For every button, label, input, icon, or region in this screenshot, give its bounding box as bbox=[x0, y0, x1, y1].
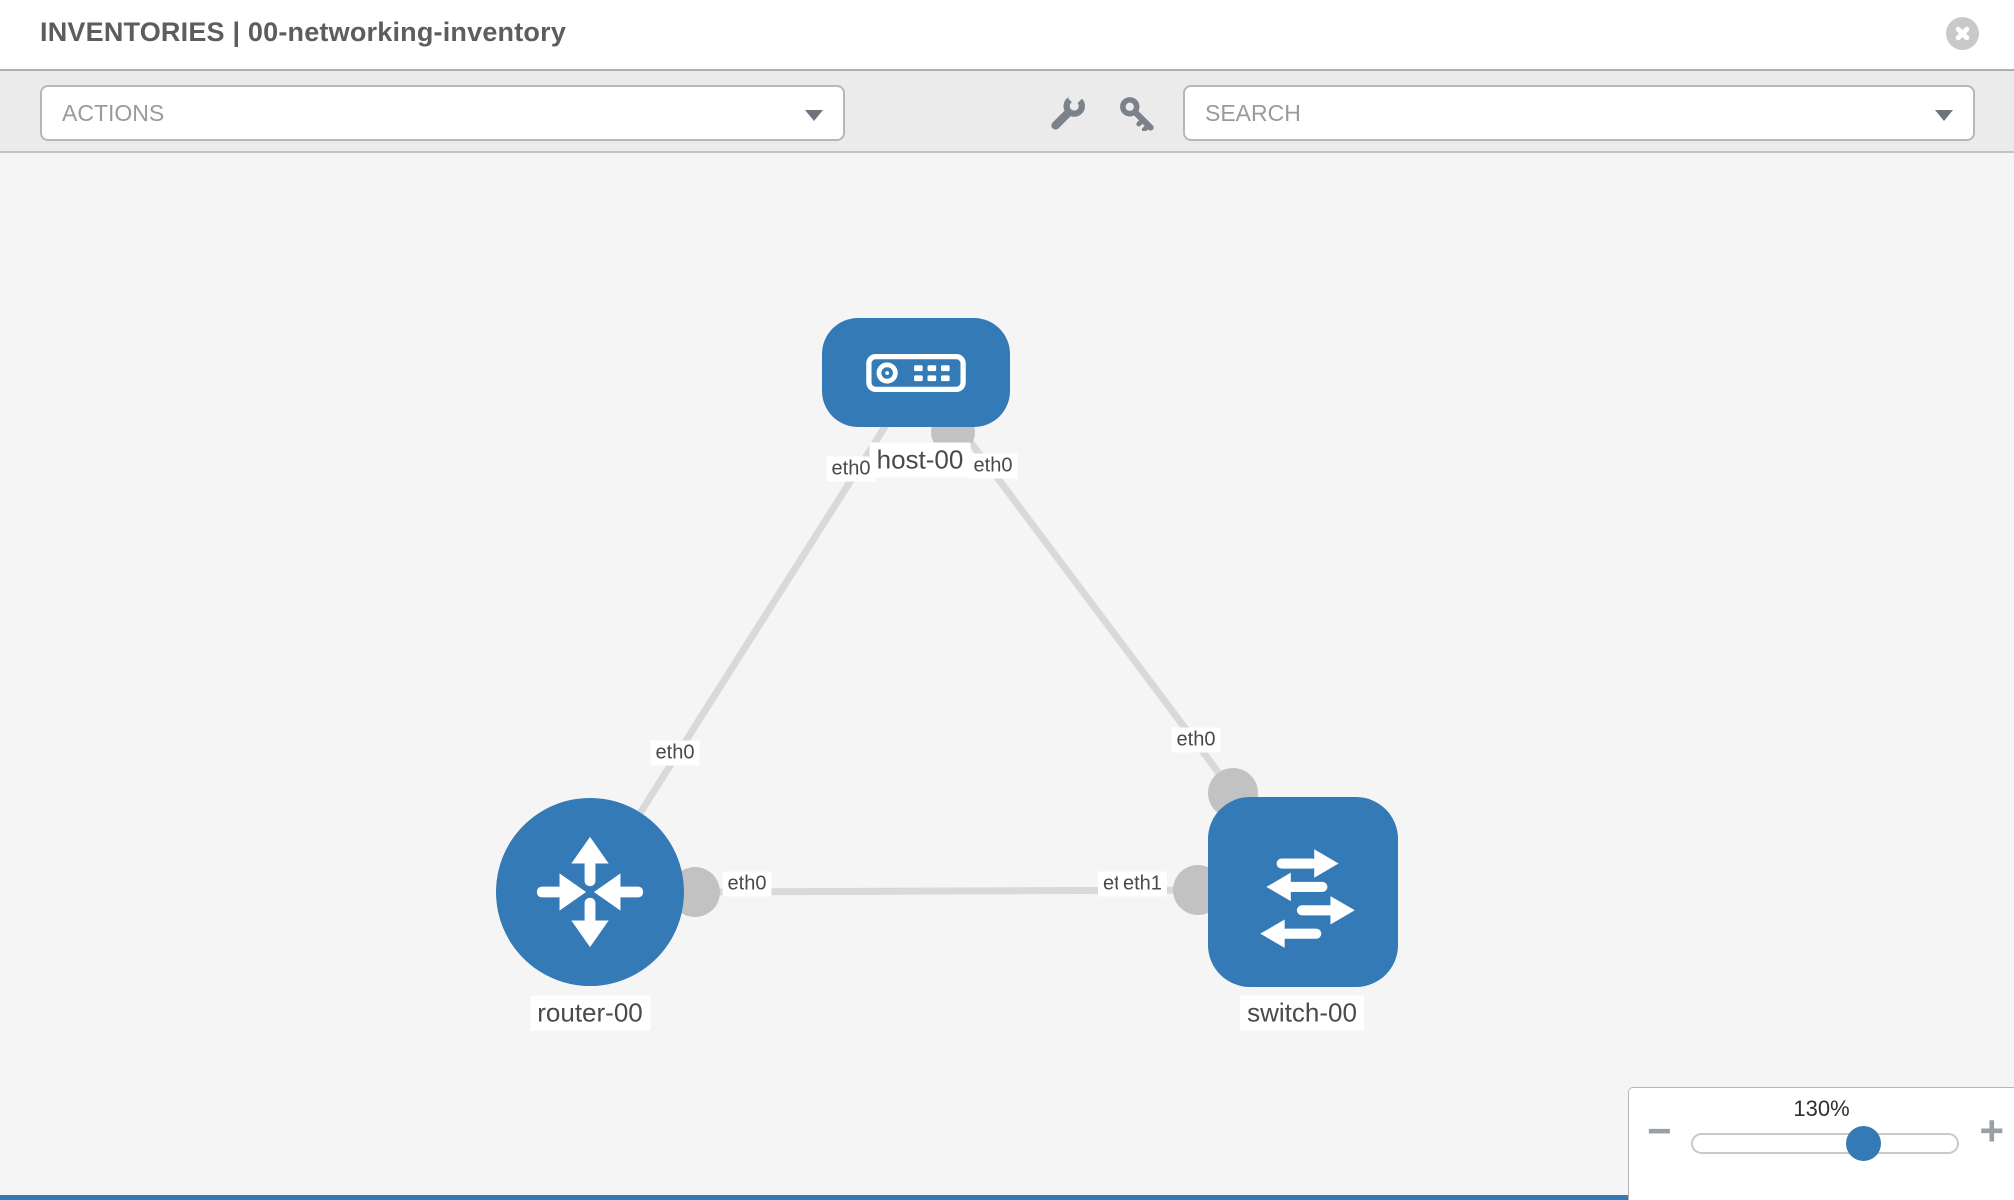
zoom-in-button[interactable]: + bbox=[1979, 1107, 2004, 1154]
search-input[interactable] bbox=[1185, 87, 1973, 139]
close-icon[interactable] bbox=[1946, 17, 1979, 50]
search-combobox bbox=[1183, 85, 1975, 141]
node-host-00[interactable] bbox=[822, 318, 1010, 427]
node-label-host: host-00 bbox=[869, 442, 971, 478]
switch-arrows-icon bbox=[1260, 849, 1355, 948]
credentials-key-button[interactable] bbox=[1112, 89, 1160, 137]
host-device-icon bbox=[866, 353, 966, 392]
interface-label: eth0 bbox=[650, 740, 700, 766]
caret-down-icon bbox=[805, 110, 823, 121]
interface-label: eth0 bbox=[826, 456, 876, 482]
link-host-router[interactable] bbox=[587, 401, 903, 894]
zoom-slider-handle[interactable] bbox=[1846, 1126, 1881, 1161]
node-label-switch: switch-00 bbox=[1240, 995, 1364, 1031]
interface-label: eth0 bbox=[968, 453, 1018, 479]
interface-label: eth0 bbox=[1171, 727, 1221, 753]
zoom-control-panel: 130% − + bbox=[1628, 1087, 2014, 1200]
links-layer bbox=[587, 401, 1258, 917]
configure-tools-button[interactable] bbox=[1044, 89, 1092, 137]
router-arrows-icon bbox=[536, 836, 644, 948]
zoom-slider-track[interactable] bbox=[1691, 1133, 1959, 1154]
interface-label: eth1 bbox=[1118, 871, 1167, 897]
interface-label: eth0 bbox=[722, 871, 772, 897]
header: INVENTORIES | 00-networking-inventory bbox=[0, 0, 2014, 69]
bottom-accent-bar bbox=[0, 1195, 1629, 1200]
actions-dropdown[interactable]: ACTIONS bbox=[40, 85, 845, 141]
node-router-00[interactable] bbox=[496, 798, 684, 986]
caret-down-icon[interactable] bbox=[1935, 110, 1953, 121]
zoom-level-value: 130% bbox=[1793, 1096, 1850, 1121]
zoom-out-button[interactable]: − bbox=[1647, 1107, 1672, 1154]
actions-dropdown-label: ACTIONS bbox=[62, 100, 165, 126]
page-title: INVENTORIES | 00-networking-inventory bbox=[40, 17, 567, 47]
toolbar: ACTIONS bbox=[0, 69, 2014, 153]
key-icon bbox=[1120, 97, 1154, 131]
node-label-router: router-00 bbox=[530, 995, 650, 1031]
wrench-icon bbox=[1051, 95, 1085, 130]
topology-canvas[interactable]: host-00 router-00 switch-00 eth0 eth0 et… bbox=[0, 153, 2014, 1200]
node-switch-00[interactable] bbox=[1208, 797, 1398, 987]
